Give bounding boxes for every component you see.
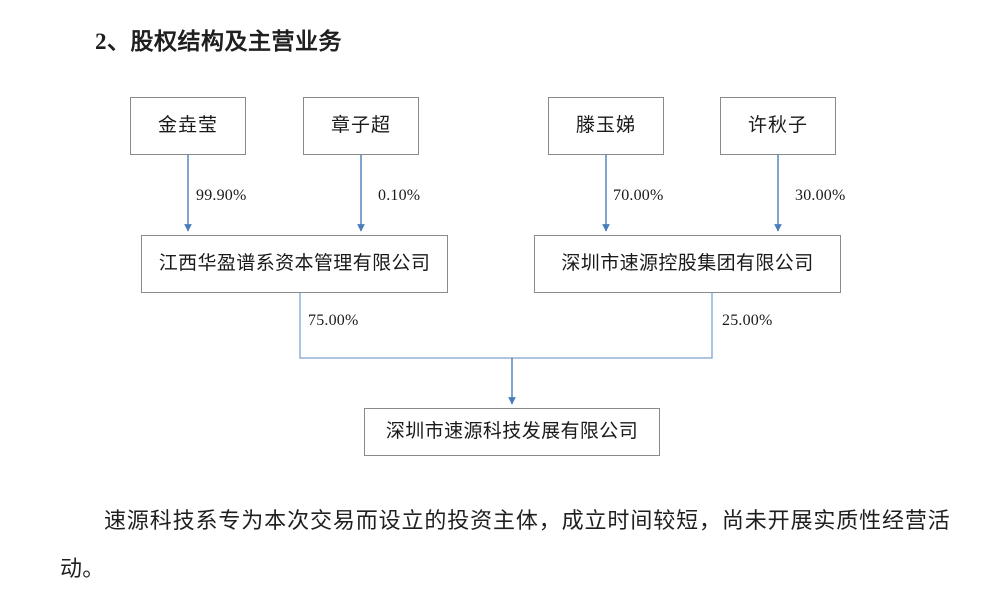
edge-label-jin-to-jiangxi: 99.90% — [196, 187, 247, 204]
node-company-target: 深圳市速源科技发展有限公司 — [364, 408, 660, 456]
node-company-jiangxi: 江西华盈谱系资本管理有限公司 — [141, 235, 448, 293]
page-title: 2、股权结构及主营业务 — [95, 29, 342, 54]
edge-shenzhen-to-target — [512, 293, 713, 359]
edge-label-teng-to-shenzhen: 70.00% — [613, 187, 664, 204]
edge-label-jiangxi-to-target: 75.00% — [308, 312, 359, 329]
edge-label-xu-to-shenzhen: 30.00% — [795, 187, 846, 204]
node-company-shenzhen-holding: 深圳市速源控股集团有限公司 — [534, 235, 841, 293]
edge-label-zhang-to-jiangxi: 0.10% — [378, 187, 421, 204]
node-shareholder-zhang: 章子超 — [303, 97, 419, 155]
node-shareholder-teng: 滕玉娣 — [548, 97, 664, 155]
node-shareholder-jin: 金垚莹 — [130, 97, 246, 155]
edge-label-shenzhen-to-target: 25.00% — [722, 312, 773, 329]
body-paragraph: 速源科技系专为本次交易而设立的投资主体，成立时间较短，尚未开展实质性经营活动。 — [60, 508, 950, 581]
node-shareholder-xu: 许秋子 — [720, 97, 836, 155]
